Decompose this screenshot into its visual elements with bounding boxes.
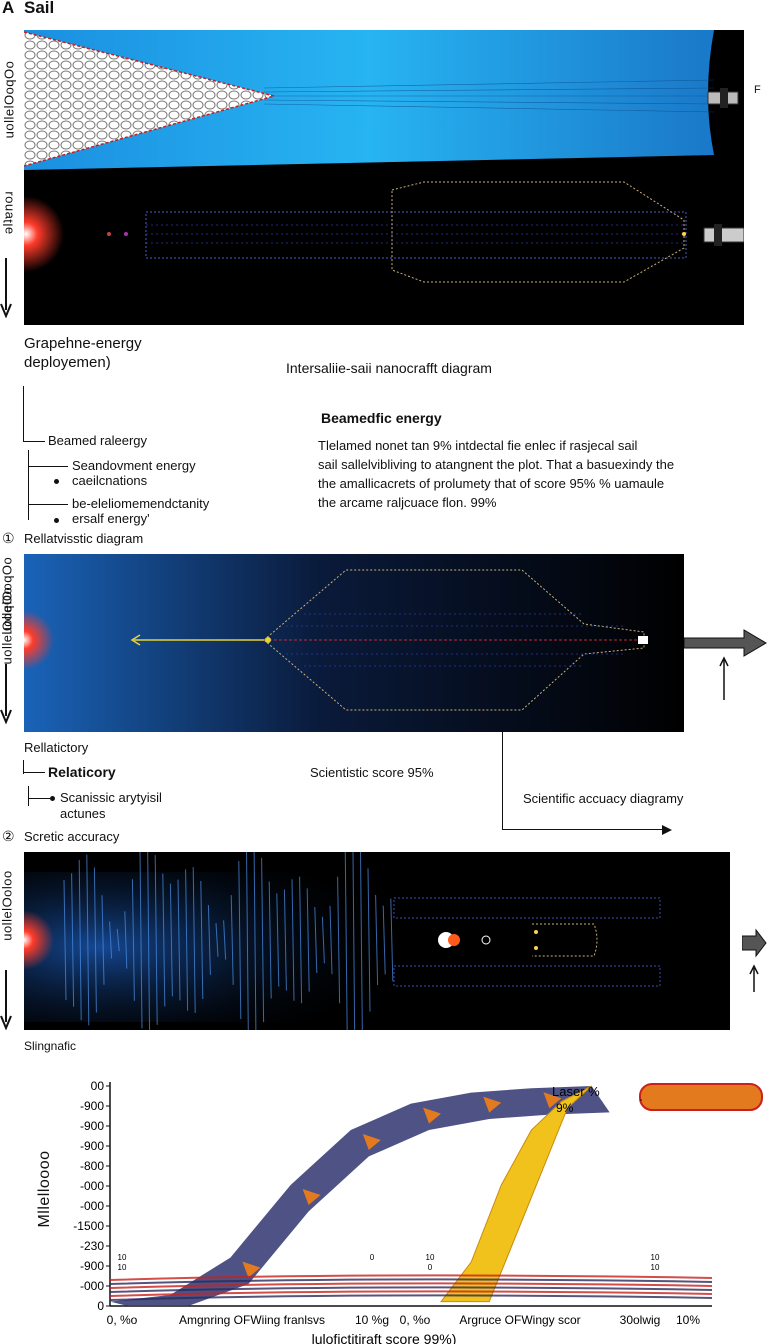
y-tick-label: -800 xyxy=(80,1159,104,1173)
baseline-streak xyxy=(109,1286,713,1293)
x-tick-label: 0, %o xyxy=(107,1313,138,1327)
section-2-number: ② xyxy=(2,828,15,844)
down-arrow-icon xyxy=(0,664,12,724)
energy-paragraph-line: the arcame raljcuace flon. 99% xyxy=(318,495,497,510)
y-tick-label: 0 xyxy=(97,1299,104,1313)
section-1-tree-child: Scanissic arytyisil actunes xyxy=(60,790,162,821)
diagram-title: Intersaliie-saii nanocrafft diagram xyxy=(286,360,492,376)
x-tick-label: Argruce OFWingy scor xyxy=(459,1313,580,1327)
laser-value: 9% xyxy=(556,1101,574,1115)
energy-paragraph-line: the amallicacrets of prolumety that of s… xyxy=(318,476,665,491)
x-tick-label: 0, %o xyxy=(400,1313,431,1327)
accuracy-beam-panel xyxy=(24,852,730,1030)
energy-paragraph-line: sail sallelvibliving to atangnent the pl… xyxy=(318,457,675,472)
small-tick: 10 xyxy=(118,1263,127,1272)
section-1-number: ① xyxy=(2,530,15,546)
laser-label: Laser % xyxy=(552,1084,600,1099)
small-tick: 0 xyxy=(370,1253,375,1262)
series-band-accent xyxy=(543,1092,562,1109)
bullet-dot xyxy=(50,796,55,801)
section-2-title: Scretic accuracy xyxy=(24,829,120,844)
y-tick-label: -230 xyxy=(80,1239,104,1253)
thrust-arrow-icon xyxy=(742,928,768,958)
section-1-tree-root: Relaticory xyxy=(48,764,116,780)
sail-membrane xyxy=(24,30,714,170)
baseline-streak xyxy=(109,1274,713,1281)
y-tick-label: -900 xyxy=(80,1119,104,1133)
series-band-1 xyxy=(110,1086,610,1306)
baseline-streak xyxy=(109,1278,713,1285)
series-band-accent xyxy=(362,1134,381,1150)
series-plume-2 xyxy=(440,1085,592,1303)
thrust-arrow-icon xyxy=(684,628,768,658)
x-tick-label: 10% xyxy=(676,1313,700,1327)
sail-diagram-panel xyxy=(24,30,744,325)
nanocraft-outline xyxy=(391,181,685,283)
laser-source-glow xyxy=(24,196,64,272)
section-1-title: Rellatvisstic diagram xyxy=(24,531,144,546)
panel-a-side-label-bottom: əlʇɐnoɹ xyxy=(0,190,16,235)
series-band-accent xyxy=(483,1096,502,1113)
down-arrow-icon xyxy=(0,258,12,318)
section-2-side-label: uollelOoloo xyxy=(0,870,15,941)
x-tick-label: 30olwig xyxy=(620,1313,661,1327)
section-1-side-label-bottom: uollelOoqOo xyxy=(0,586,15,665)
series-band-accent xyxy=(302,1189,321,1205)
tree-child-label-1: Seandovment energy caeilcnations xyxy=(72,458,196,488)
x-tick-label: Amgnring OFWiing franlsvs xyxy=(179,1313,325,1327)
up-arrow-icon xyxy=(718,656,730,702)
laser-tube xyxy=(639,1083,763,1111)
scientific-score: Scientistic score 95% xyxy=(310,765,434,780)
right-arrow-icon xyxy=(662,824,674,836)
small-tick: 10 xyxy=(651,1253,660,1262)
y-tick-label: -000 xyxy=(80,1179,104,1193)
energy-paragraph: Tlelamed nonet tan 9% intdectal fie enle… xyxy=(318,436,674,512)
baseline-streak xyxy=(109,1294,713,1301)
down-arrow-icon xyxy=(0,970,12,1030)
panel-a-right-tag: F xyxy=(754,84,761,96)
performance-chart: 00-900-900-900-800-000-000-1500-230-900-… xyxy=(0,1070,768,1344)
y-tick-label: 00 xyxy=(91,1079,105,1093)
y-tick-label: -000 xyxy=(80,1279,104,1293)
x-tick-label: 10 %g xyxy=(355,1313,389,1327)
y-tick-label: -900 xyxy=(80,1099,104,1113)
bullet-dot xyxy=(54,479,59,484)
series-band-accent xyxy=(242,1261,261,1278)
small-tick: 10 xyxy=(651,1263,660,1272)
up-arrow-icon xyxy=(748,964,760,994)
bullet-dot xyxy=(54,518,59,523)
small-tick: 0 xyxy=(428,1263,433,1272)
tree-root-label: Beamed raleergy xyxy=(48,433,147,448)
energy-heading: Beamedfic energy xyxy=(321,410,442,426)
deployment-heading: Grapehne-energy deployemen) xyxy=(24,335,142,371)
y-tick-label: -000 xyxy=(80,1199,104,1213)
page-title: Sail xyxy=(24,0,55,17)
energy-paragraph-line: Tlelamed nonet tan 9% intdectal fie enle… xyxy=(318,438,638,453)
x-axis-label: lulofictitiraft score 99%) xyxy=(312,1331,457,1344)
baseline-streak xyxy=(109,1290,713,1297)
relativistic-diagram-panel xyxy=(24,554,684,732)
y-tick-label: -900 xyxy=(80,1139,104,1153)
section-letter: A xyxy=(2,0,15,17)
tree-child-label-2: be-eleliomemendctanity ersalf energy' xyxy=(72,496,210,526)
accuracy-diagram-label: Scientific accuacy diagramy xyxy=(523,791,684,806)
y-tick-label: -1500 xyxy=(73,1219,104,1233)
small-tick: 10 xyxy=(118,1253,127,1262)
panel-a-side-label-top: uollelOoqOo xyxy=(1,60,17,139)
small-tick: 10 xyxy=(426,1253,435,1262)
baseline-streak xyxy=(109,1282,713,1289)
section-1-label-under: Rellatictory xyxy=(24,740,89,755)
section-2-caption: Slingnafic xyxy=(24,1039,77,1053)
y-tick-label: -900 xyxy=(80,1259,104,1273)
series-band-accent xyxy=(423,1107,441,1124)
